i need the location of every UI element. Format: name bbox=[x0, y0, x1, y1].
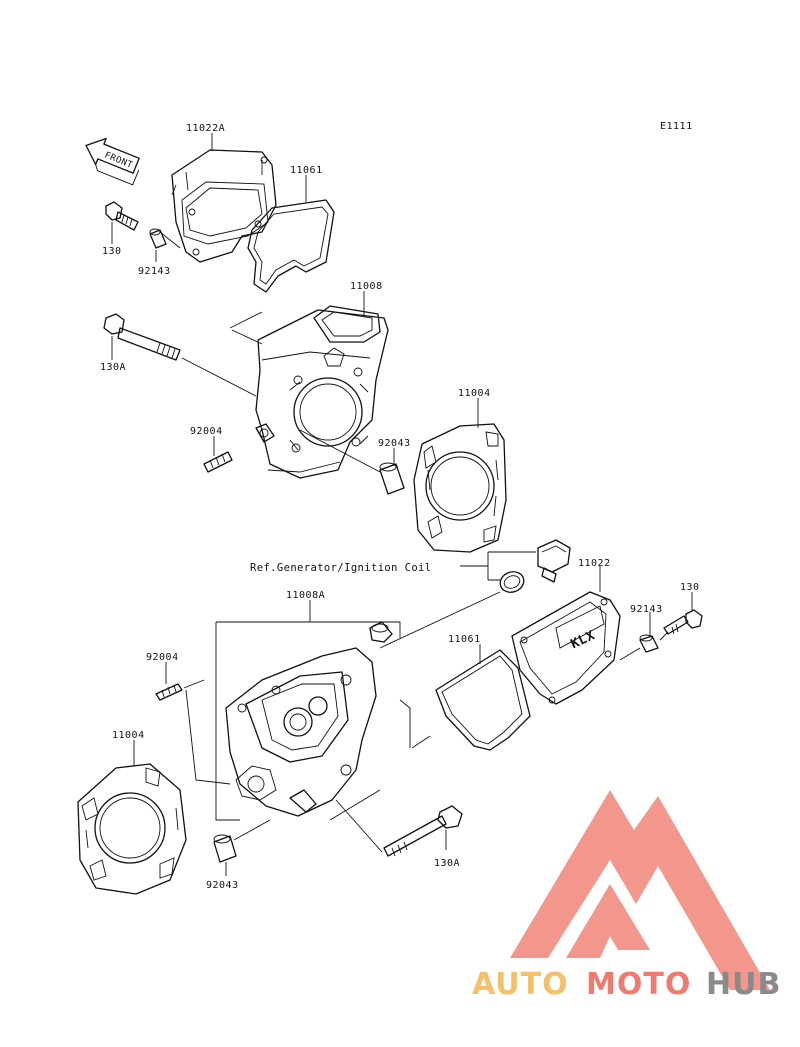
assembly-line bbox=[233, 819, 271, 841]
brand-text-hub: HUB bbox=[706, 967, 781, 1002]
part-label-92143-bottom: 92143 bbox=[630, 604, 663, 615]
part-label-11008: 11008 bbox=[350, 281, 383, 292]
bolt-130-upper bbox=[105, 201, 139, 231]
head-gasket-lower bbox=[77, 763, 187, 895]
brand-text-moto: MOTO bbox=[586, 967, 691, 1002]
stud-92004-lower bbox=[155, 683, 183, 701]
cylinder-head-cover-upper bbox=[171, 149, 277, 263]
part-label-92004-bottom: 92004 bbox=[146, 652, 179, 663]
dowel-92143-lower bbox=[639, 634, 659, 653]
automotohub-logo-icon bbox=[510, 790, 770, 990]
part-label-92143-top: 92143 bbox=[138, 266, 171, 277]
part-label-11022: 11022 bbox=[578, 558, 611, 569]
part-label-11022A: 11022A bbox=[186, 123, 225, 134]
assembly-line bbox=[379, 591, 501, 749]
part-label-130A-bottom: 130A bbox=[434, 858, 460, 869]
part-label-11004-top: 11004 bbox=[458, 388, 491, 399]
assembly-line bbox=[159, 231, 263, 345]
part-label-130-top: 130 bbox=[102, 246, 122, 257]
dowel-92043-lower bbox=[213, 834, 237, 863]
oil-filler-cap bbox=[537, 539, 571, 583]
assembly-line bbox=[619, 631, 669, 661]
part-label-130-bottom: 130 bbox=[680, 582, 700, 593]
assembly-bracket bbox=[215, 621, 411, 821]
dowel-92143-upper bbox=[149, 228, 167, 249]
diagram-code: E1111 bbox=[660, 121, 693, 132]
cylinder-head-lower bbox=[225, 621, 393, 817]
cover-gasket-upper bbox=[247, 199, 335, 293]
cover-gasket-lower bbox=[435, 649, 531, 751]
part-label-11008A: 11008A bbox=[286, 590, 325, 601]
assembly-line bbox=[299, 429, 381, 473]
head-gasket-upper bbox=[413, 423, 507, 553]
part-label-11061-top: 11061 bbox=[290, 165, 323, 176]
assembly-line bbox=[183, 679, 231, 785]
assembly-line bbox=[181, 357, 257, 397]
part-label-130A-top: 130A bbox=[100, 362, 126, 373]
stud-92004-upper bbox=[203, 451, 233, 473]
part-label-92043-bottom: 92043 bbox=[206, 880, 239, 891]
long-bolt-130A-lower bbox=[383, 805, 463, 857]
cylinder-head-cover-lower: KLX bbox=[511, 591, 621, 705]
bolt-130-lower bbox=[663, 609, 703, 635]
reference-bracket bbox=[460, 551, 536, 581]
cover-lettering-icon: KLX bbox=[569, 628, 598, 652]
front-arrow-icon: FRONT bbox=[85, 137, 140, 186]
part-label-11061-bottom: 11061 bbox=[448, 634, 481, 645]
o-ring bbox=[499, 571, 525, 593]
long-bolt-130A-upper bbox=[103, 313, 181, 361]
assembly-line bbox=[335, 799, 383, 853]
dowel-92043-upper bbox=[379, 462, 405, 495]
cylinder-head-upper bbox=[255, 305, 389, 479]
part-label-11004-bottom: 11004 bbox=[112, 730, 145, 741]
part-label-92043-top: 92043 bbox=[378, 438, 411, 449]
part-label-92004-top: 92004 bbox=[190, 426, 223, 437]
reference-note: Ref.Generator/Ignition Coil bbox=[250, 562, 431, 574]
brand-text-auto: AUTO bbox=[472, 967, 569, 1002]
